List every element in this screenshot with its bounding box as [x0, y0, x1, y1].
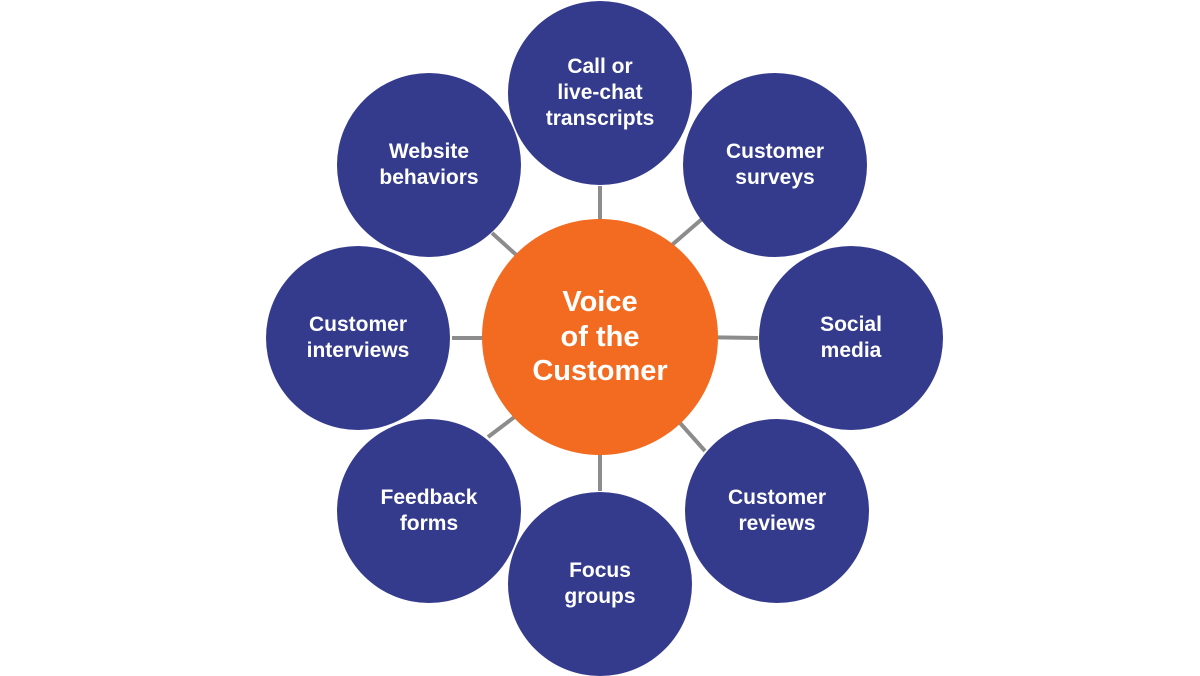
node-social-media: Social media — [759, 246, 943, 430]
node-customer-surveys: Customer surveys — [683, 73, 867, 257]
node-website-behaviors: Website behaviors — [337, 73, 521, 257]
node-label: Website behaviors — [379, 139, 479, 189]
node-call-transcripts: Call or live-chat transcripts — [508, 1, 692, 185]
node-label: Customer interviews — [306, 312, 410, 362]
node-label: Feedback forms — [380, 485, 478, 535]
node-voice-of-the-customer: Voice of the Customer — [482, 219, 718, 455]
node-customer-reviews: Customer reviews — [685, 419, 869, 603]
node-focus-groups: Focus groups — [508, 492, 692, 676]
node-customer-interviews: Customer interviews — [266, 246, 450, 430]
node-label: Customer reviews — [727, 485, 827, 535]
center-label: Voice of the Customer — [532, 285, 668, 388]
node-label: Focus groups — [564, 558, 636, 608]
node-feedback-forms: Feedback forms — [337, 419, 521, 603]
node-label: Customer surveys — [725, 139, 825, 189]
node-label: Call or live-chat transcripts — [545, 54, 655, 131]
node-label: Social media — [820, 312, 882, 362]
